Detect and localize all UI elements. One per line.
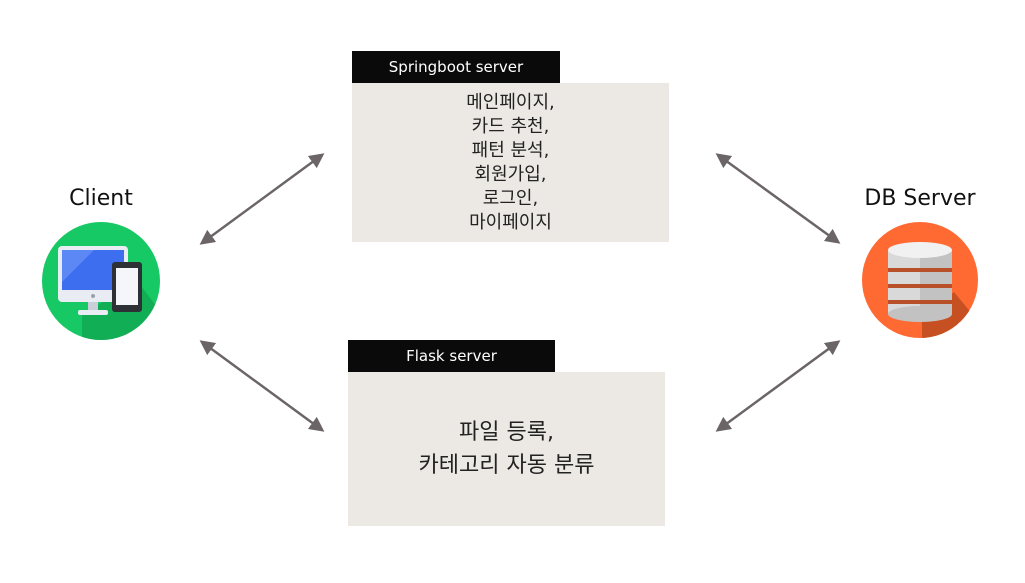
arrow-flask-db	[715, 340, 841, 432]
arrow-client-springboot	[199, 153, 325, 245]
database-icon	[862, 222, 978, 338]
springboot-server-box: 메인페이지, 카드 추천, 패턴 분석, 회원가입, 로그인, 마이페이지	[352, 83, 669, 242]
flask-server-title: Flask server	[348, 340, 555, 372]
arrow-client-flask	[199, 340, 325, 432]
computer-and-phone-icon	[42, 222, 160, 340]
springboot-server-title: Springboot server	[352, 51, 560, 83]
flask-feature: 파일 등록,	[459, 420, 554, 445]
springboot-feature: 마이페이지	[469, 211, 552, 233]
flask-feature: 카테고리 자동 분류	[418, 453, 595, 478]
flask-server-box: 파일 등록, 카테고리 자동 분류	[348, 372, 665, 526]
springboot-feature: 카드 추천,	[471, 115, 550, 137]
springboot-feature: 로그인,	[482, 187, 539, 209]
springboot-feature: 회원가입,	[474, 163, 547, 185]
client-label: Client	[69, 186, 133, 211]
db-server-label: DB Server	[864, 186, 976, 211]
springboot-feature: 패턴 분석,	[471, 139, 550, 161]
arrow-springboot-db	[715, 153, 841, 244]
springboot-feature: 메인페이지,	[466, 91, 555, 113]
